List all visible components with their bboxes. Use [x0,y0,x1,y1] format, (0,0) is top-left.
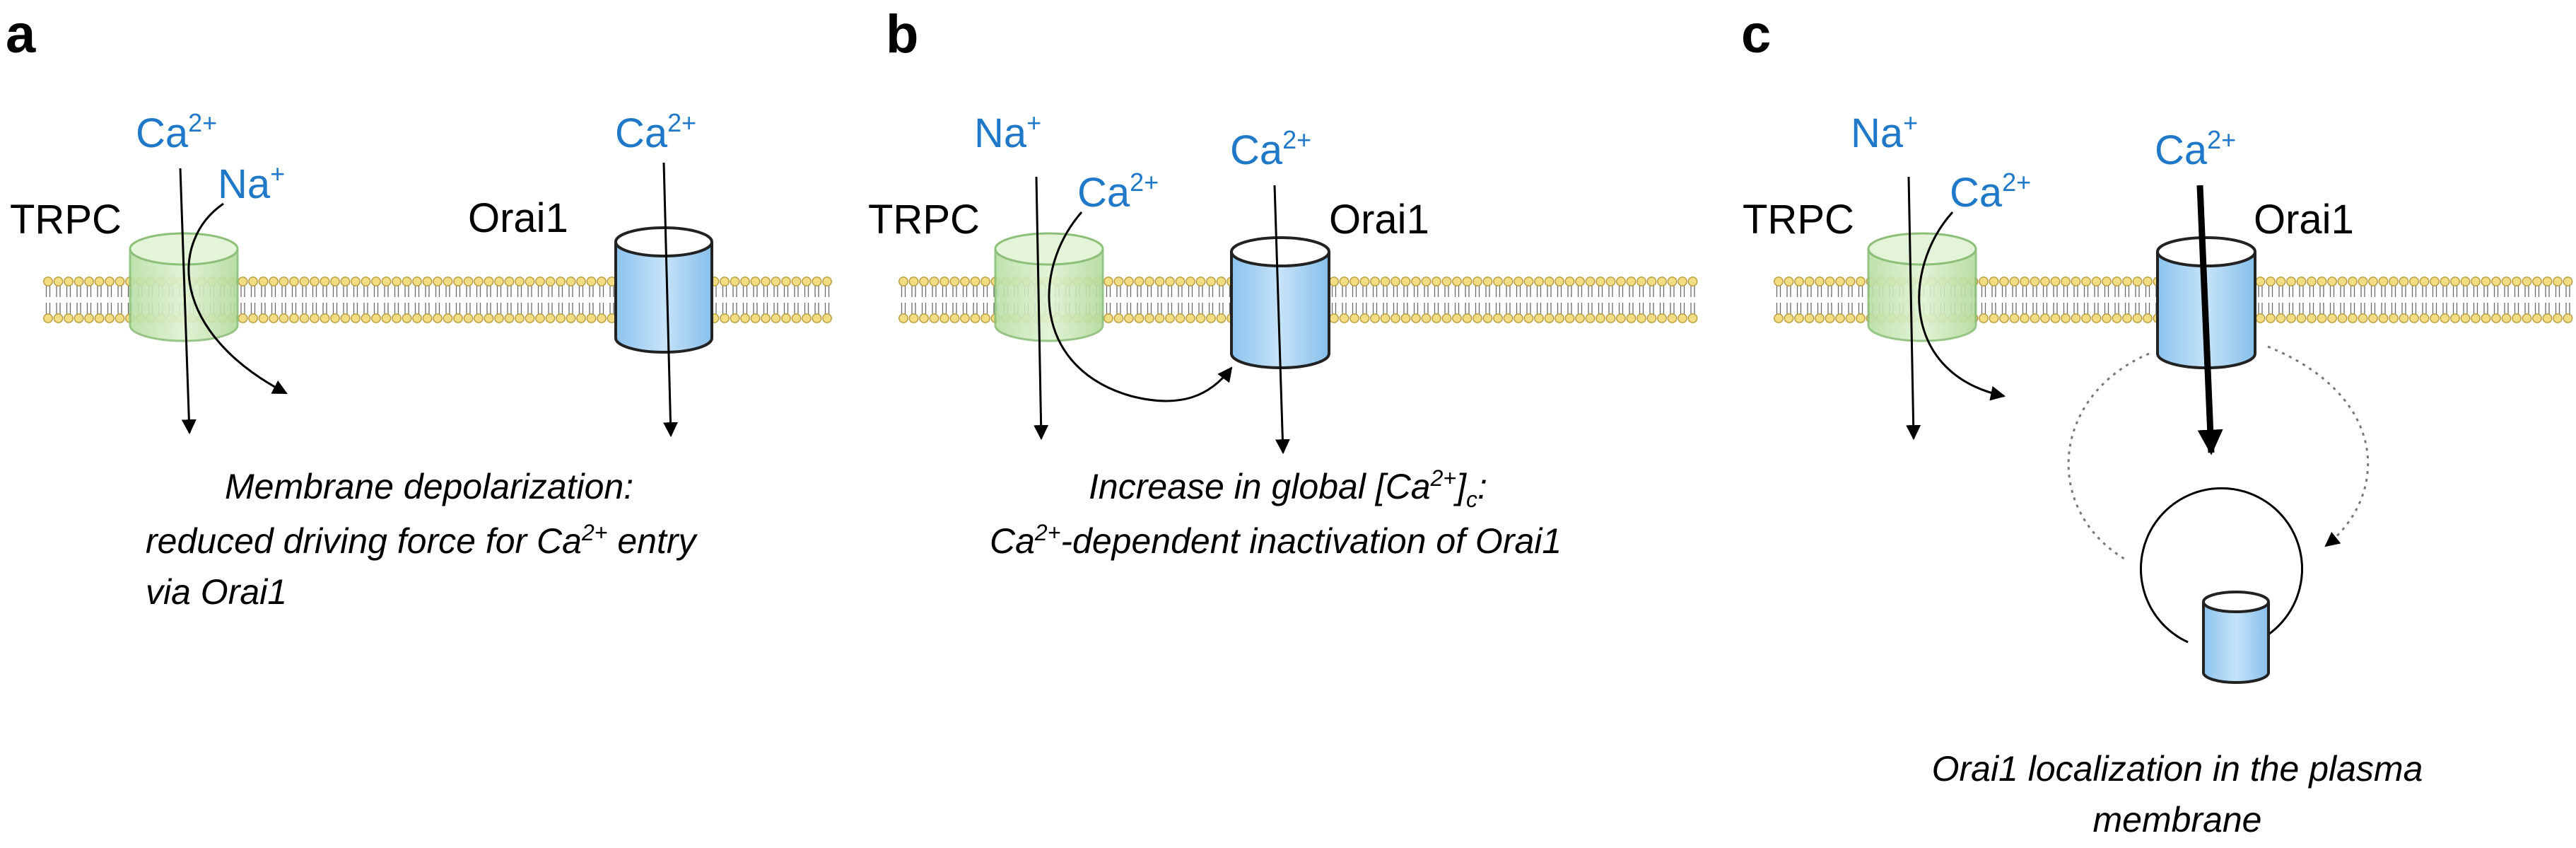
orai1-channel-a [614,226,713,354]
orai1-ion-label-ca-b: Ca2+ [1230,125,1311,173]
panel-label-a: a [6,4,36,64]
ca-influx-arrow-trpc-c [1918,211,2006,401]
panel-a: a TRPC Orai1 Ca2+ Na+ Ca2+ Membrane depo… [6,4,832,612]
panel-label-b: b [886,4,918,64]
internalization-arrow-c [2067,352,2150,560]
trpc-ion-label-na-c: Na+ [1851,108,1918,156]
ca-influx-arrow-orai1-b [1273,185,1290,455]
caption-b-line2: Ca2+-dependent inactivation of Orai1 [990,520,1562,561]
trpc-channel-c [1867,232,1977,342]
ca-influx-arrow-orai1-a [662,162,679,438]
caption-a-line2: reduced driving force for Ca2+ entry [146,520,698,561]
caption-c-line1: Orai1 localization in the plasma [1932,749,2423,789]
caption-c-line2: membrane [2093,800,2262,840]
caption-b-line1: Increase in global [Ca2+]c: [1089,465,1487,512]
trpc-ion-label-ca-b: Ca2+ [1077,168,1159,216]
caption-a: Membrane depolarization: reduced driving… [146,467,698,612]
panel-c: c TRPC Orai1 Na+ Ca2+ Ca2+ Orai1 localiz… [1741,4,2573,840]
na-influx-arrow-trpc-c [1906,176,1921,441]
trpc-ion-label-na-a: Na+ [218,159,285,207]
trpc-label-c: TRPC [1743,197,1854,243]
caption-b: Increase in global [Ca2+]c: Ca2+-depende… [990,465,1562,561]
trpc-label-b: TRPC [868,197,980,243]
panel-b: b TRPC Orai1 Na+ Ca2+ Ca2+ Increase in g… [868,4,1698,561]
orai1-ion-label-ca-c: Ca2+ [2155,125,2236,173]
orai1-channel-b [1230,236,1330,369]
panel-label-c: c [1741,4,1771,64]
orai1-label-a: Orai1 [468,195,568,241]
trpc-ion-label-na-b: Na+ [974,108,1041,156]
ca-influx-arrow-orai1-c [2196,185,2223,455]
orai1-label-b: Orai1 [1329,197,1429,243]
ca-influx-arrow-trpc-a [179,168,197,435]
na-influx-arrow-trpc-a [187,202,288,395]
endosome-vesicle-c [2140,487,2303,644]
trpc-label-a: TRPC [10,197,122,243]
internalized-orai1-channel-c [2202,591,2270,684]
orai1-label-c: Orai1 [2254,197,2354,243]
orai1-ion-label-ca-a: Ca2+ [615,108,696,156]
trpc-ion-label-ca-a: Ca2+ [136,108,217,156]
na-influx-arrow-trpc-b [1034,176,1049,441]
caption-a-line1: Membrane depolarization: [225,467,633,506]
ca-to-orai1-arrow-b [1048,211,1233,402]
trpc-ion-label-ca-c: Ca2+ [1950,168,2031,216]
recycling-arrow-c [2267,345,2370,547]
membrane-c [1774,277,2573,323]
caption-a-line3: via Orai1 [146,572,287,612]
caption-c: Orai1 localization in the plasma membran… [1932,749,2423,840]
